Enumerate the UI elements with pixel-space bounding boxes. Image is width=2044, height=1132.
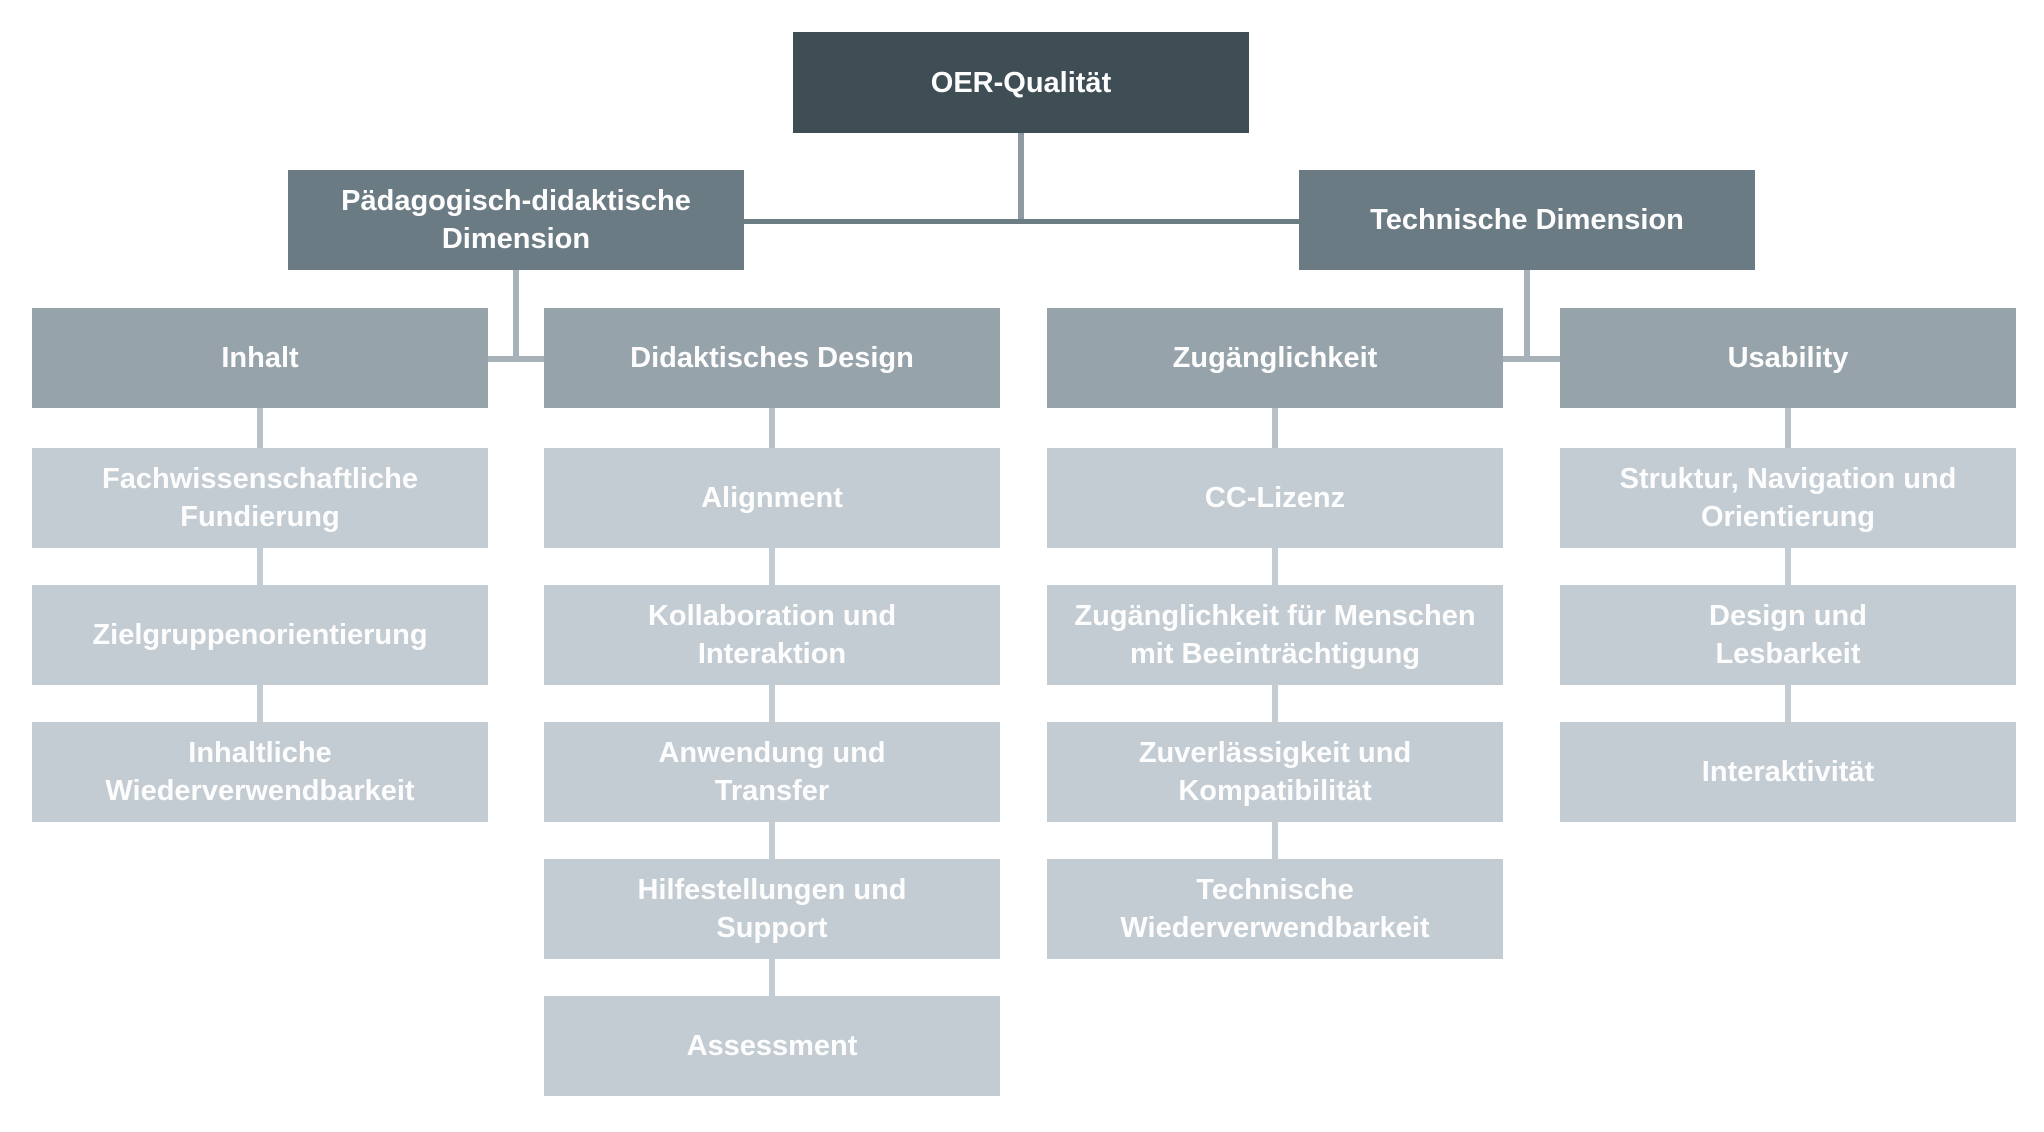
node-zuverlaessigkeit-und-kompatibilitaet: Zuverlässigkeit und Kompatibilität: [1047, 722, 1503, 822]
node-interaktivitaet: Interaktivität: [1560, 722, 2016, 822]
node-paedagogisch-didaktische-dimension: Pädagogisch-didaktische Dimension: [288, 170, 744, 270]
node-technische-wiederverwendbarkeit: Technische Wiederverwendbarkeit: [1047, 859, 1503, 959]
connector-inhalt-down: [257, 408, 263, 448]
connector-root-horizontal: [744, 219, 1299, 224]
node-cc-lizenz: CC-Lizenz: [1047, 448, 1503, 548]
connector-col3-item-gap-3: [1272, 822, 1278, 859]
node-technische-dimension: Technische Dimension: [1299, 170, 1755, 270]
connector-col3-item-gap-1: [1272, 548, 1278, 585]
node-hilfestellungen-und-support: Hilfestellungen und Support: [544, 859, 1000, 959]
connector-col2-item-gap-4: [769, 959, 775, 996]
node-kollaboration-und-interaktion: Kollaboration und Interaktion: [544, 585, 1000, 685]
node-struktur-navigation-orientierung: Struktur, Navigation und Orientierung: [1560, 448, 2016, 548]
connector-col2-item-gap-2: [769, 685, 775, 722]
connector-col4-item-gap-2: [1785, 685, 1791, 722]
connector-zugaenglichkeit-down: [1272, 408, 1278, 448]
node-alignment: Alignment: [544, 448, 1000, 548]
node-zugaenglichkeit-fuer-menschen: Zugänglichkeit für Menschen mit Beeinträ…: [1047, 585, 1503, 685]
connector-col2-item-gap-3: [769, 822, 775, 859]
connector-paedagogisch-vertical: [513, 270, 519, 360]
connector-technische-bridge: [1502, 356, 1561, 362]
node-design-und-lesbarkeit: Design und Lesbarkeit: [1560, 585, 2016, 685]
node-didaktisches-design: Didaktisches Design: [544, 308, 1000, 408]
connector-didaktisches-down: [769, 408, 775, 448]
connector-col4-item-gap-1: [1785, 548, 1791, 585]
node-zielgruppenorientierung: Zielgruppenorientierung: [32, 585, 488, 685]
connector-paedagogisch-bridge: [488, 356, 545, 362]
connector-root-vertical: [1018, 133, 1024, 223]
node-zugaenglichkeit: Zugänglichkeit: [1047, 308, 1503, 408]
node-anwendung-und-transfer: Anwendung und Transfer: [544, 722, 1000, 822]
connector-technische-vertical: [1524, 270, 1530, 360]
node-oer-qualitaet: OER-Qualität: [793, 32, 1249, 133]
node-inhalt: Inhalt: [32, 308, 488, 408]
connector-col1-item-gap-2: [257, 685, 263, 722]
connector-usability-down: [1785, 408, 1791, 448]
connector-col2-item-gap-1: [769, 548, 775, 585]
node-inhaltliche-wiederverwendbarkeit: Inhaltliche Wiederverwendbarkeit: [32, 722, 488, 822]
connector-col3-item-gap-2: [1272, 685, 1278, 722]
node-fachwissenschaftliche-fundierung: Fachwissenschaftliche Fundierung: [32, 448, 488, 548]
node-assessment: Assessment: [544, 996, 1000, 1096]
connector-col1-item-gap-1: [257, 548, 263, 585]
node-usability: Usability: [1560, 308, 2016, 408]
